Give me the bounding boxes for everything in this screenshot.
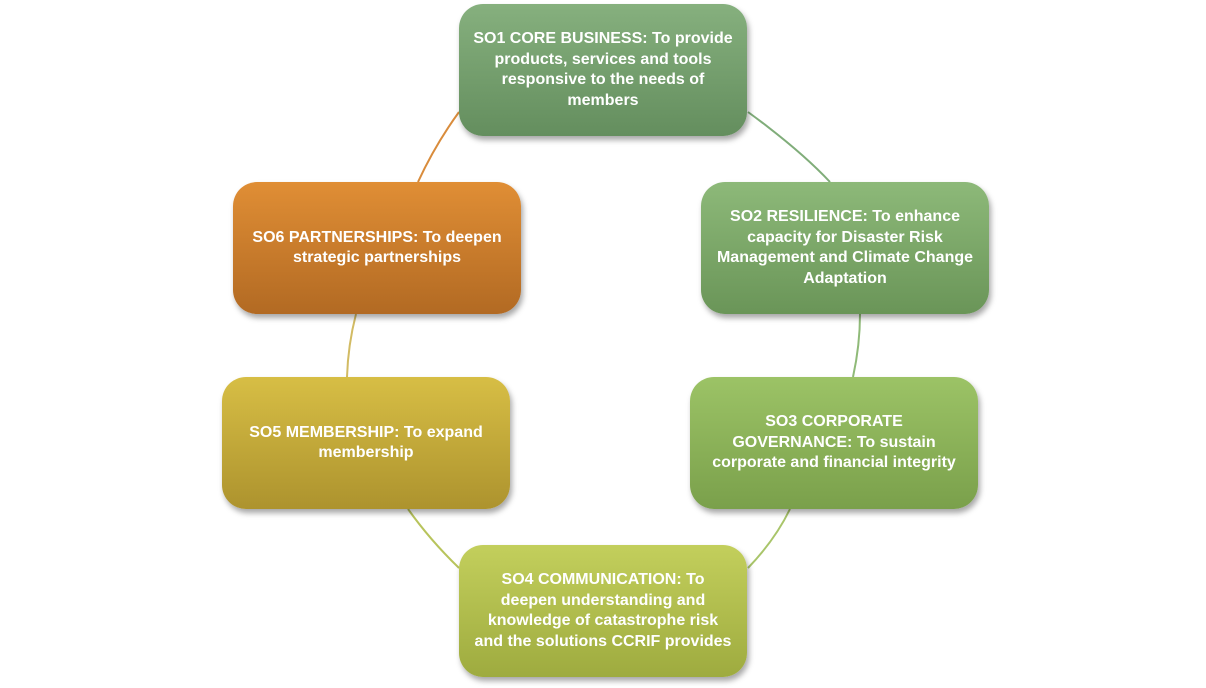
connector-so3-so4 [747, 508, 791, 569]
connector-so1-so2 [747, 111, 831, 183]
node-label: SO1 CORE BUSINESS: To provide products, … [473, 30, 733, 109]
node-so6-partnerships: SO6 PARTNERSHIPS: To deepen strategic pa… [233, 182, 521, 314]
node-label: SO5 MEMBERSHIP: To expand membership [249, 423, 483, 462]
node-so1-core-business: SO1 CORE BUSINESS: To provide products, … [459, 4, 747, 136]
node-so4-communication: SO4 COMMUNICATION: To deepen understandi… [459, 545, 747, 677]
node-so5-membership: SO5 MEMBERSHIP: To expand membership [222, 377, 510, 509]
connector-so5-so6 [346, 313, 357, 378]
node-so3-corporate-governance: SO3 CORPORATE GOVERNANCE: To sustain cor… [690, 377, 978, 509]
connector-so4-so5 [407, 508, 460, 569]
connector-so2-so3 [852, 313, 861, 378]
connector-so6-so1 [417, 111, 460, 183]
node-so2-resilience: SO2 RESILIENCE: To enhance capacity for … [701, 182, 989, 314]
node-label: SO3 CORPORATE GOVERNANCE: To sustain cor… [712, 413, 956, 472]
node-label: SO4 COMMUNICATION: To deepen understandi… [474, 571, 732, 650]
node-label: SO2 RESILIENCE: To enhance capacity for … [716, 208, 974, 287]
node-label: SO6 PARTNERSHIPS: To deepen strategic pa… [252, 228, 502, 267]
